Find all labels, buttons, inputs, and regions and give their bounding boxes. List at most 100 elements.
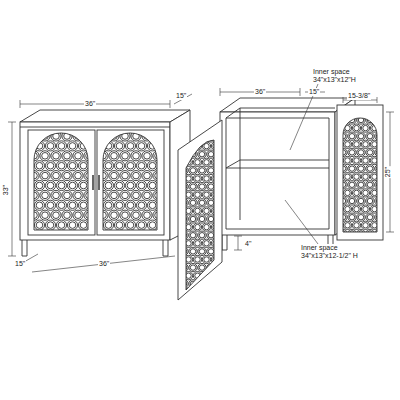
grille-ring	[358, 134, 363, 139]
grille-ring	[213, 289, 218, 294]
grille-ring	[199, 152, 204, 157]
grille-ring	[358, 215, 363, 220]
grille-ring	[98, 190, 108, 200]
grille-ring	[100, 153, 107, 160]
grille-ring	[349, 198, 354, 203]
grille-ring	[53, 133, 60, 140]
grille-ring	[208, 216, 213, 221]
grille-ring	[105, 143, 112, 150]
grille-ring	[354, 206, 359, 211]
grille-ring	[186, 224, 191, 229]
grille-ring	[184, 223, 192, 231]
grille-ring	[366, 132, 374, 140]
grille-ring	[354, 125, 359, 130]
grille-ring	[36, 202, 43, 209]
grille-ring	[127, 162, 134, 169]
grille-ring	[42, 192, 49, 199]
grille-ring	[109, 171, 119, 181]
grille-ring	[361, 189, 369, 197]
grille-ring	[202, 239, 210, 247]
dimension-label: 25"	[384, 166, 392, 178]
grille-ring	[29, 210, 39, 220]
grille-ring	[184, 207, 192, 215]
dimension-label: 36"	[254, 88, 266, 96]
grille-ring	[367, 182, 372, 187]
grille-ring	[339, 116, 347, 124]
grille-ring	[75, 133, 82, 140]
grille-ring	[180, 199, 188, 207]
grille-ring	[198, 134, 206, 142]
grille-ring	[116, 202, 123, 209]
grille-ring	[193, 174, 201, 182]
grille-ring	[339, 213, 347, 221]
grille-ring	[42, 212, 49, 219]
grille-ring	[105, 162, 112, 169]
grille-ring	[339, 148, 347, 156]
grille-ring	[51, 171, 61, 181]
grille-ring	[208, 200, 213, 205]
grille-ring	[202, 174, 210, 182]
grille-ring	[340, 182, 345, 187]
grille-ring	[29, 171, 39, 181]
grille-ring	[345, 125, 350, 130]
grille-ring	[211, 239, 219, 247]
grille-ring	[133, 133, 140, 140]
grille-ring	[111, 212, 118, 219]
grille-ring	[75, 153, 82, 160]
grille-ring	[189, 215, 197, 223]
grille-ring	[211, 255, 219, 263]
grille-ring	[47, 143, 54, 150]
grille-ring	[29, 151, 39, 161]
grille-ring	[349, 134, 354, 139]
grille-ring	[127, 143, 134, 150]
grille-ring	[105, 182, 112, 189]
grille-ring	[64, 192, 71, 199]
grille-ring	[352, 173, 360, 181]
grille-ring	[190, 184, 195, 189]
grille-ring	[193, 272, 201, 280]
grille-ring	[181, 200, 186, 205]
grille-ring	[78, 141, 88, 151]
grille-ring	[213, 241, 218, 246]
grille-ring	[189, 247, 197, 255]
grille-ring	[116, 162, 123, 169]
grille-ring	[149, 182, 156, 189]
grille-ring	[339, 164, 347, 172]
grille-ring	[213, 160, 218, 165]
grille-ring	[45, 161, 55, 171]
grille-ring	[354, 223, 359, 228]
grille-ring	[207, 247, 215, 255]
dimension-lines	[8, 94, 192, 272]
grille-ring	[348, 181, 356, 189]
grille-ring	[349, 182, 354, 187]
grille-ring	[352, 189, 360, 197]
grille-ring	[349, 231, 354, 236]
grille-ring	[31, 172, 38, 179]
grille-ring	[36, 182, 43, 189]
grille-ring	[84, 131, 94, 141]
grille-ring	[348, 148, 356, 156]
grille-ring	[103, 180, 113, 190]
grille-ring	[354, 142, 359, 147]
grille-ring	[354, 174, 359, 179]
grille-ring	[339, 132, 347, 140]
grille-ring	[125, 220, 135, 230]
grille-ring	[67, 200, 77, 210]
grille-ring	[363, 125, 368, 130]
grille-ring	[211, 158, 219, 166]
grille-ring	[190, 152, 195, 157]
grille-ring	[193, 207, 201, 215]
grille-ring	[100, 133, 107, 140]
grille-ring	[40, 131, 50, 141]
grille-ring	[190, 216, 195, 221]
grille-ring	[80, 182, 87, 189]
grille-ring	[184, 288, 192, 296]
callout-note: Inner space 34"x13"x12-1/2" H	[300, 244, 366, 260]
grille-ring	[198, 182, 206, 190]
grille-ring	[78, 161, 88, 171]
grille-ring	[116, 182, 123, 189]
grille-ring	[202, 288, 210, 296]
grille-ring	[31, 192, 38, 199]
grille-ring	[34, 200, 44, 210]
grille-ring	[184, 142, 192, 150]
